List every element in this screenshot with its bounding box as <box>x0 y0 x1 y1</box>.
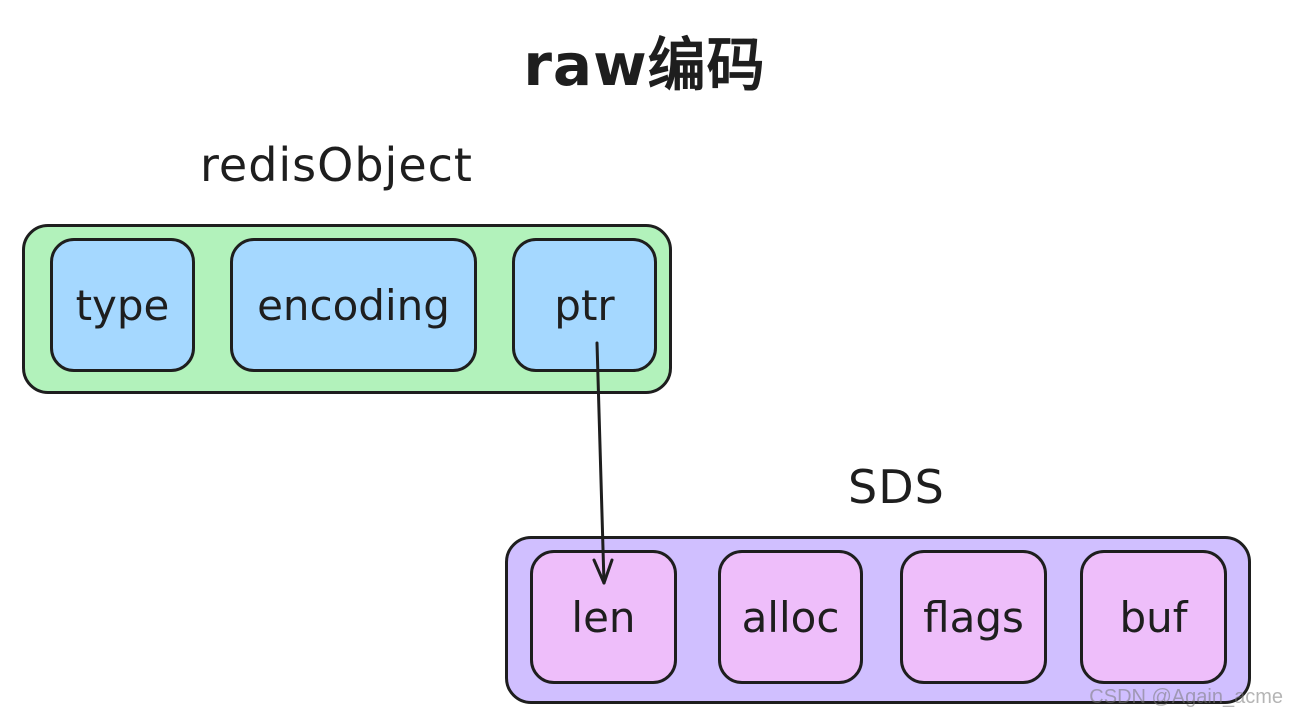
sds-field-alloc: alloc <box>718 550 863 684</box>
redis-field-ptr: ptr <box>512 238 657 372</box>
watermark-text: CSDN @Again_acme <box>1089 686 1283 708</box>
sds-label: SDS <box>848 460 945 514</box>
sds-field-flags: flags <box>900 550 1047 684</box>
redis-object-label: redisObject <box>200 138 473 192</box>
sds-field-len: len <box>530 550 677 684</box>
redis-field-type: type <box>50 238 195 372</box>
diagram-title: raw编码 <box>523 31 766 99</box>
sds-field-buf: buf <box>1080 550 1227 684</box>
redis-field-encoding: encoding <box>230 238 477 372</box>
